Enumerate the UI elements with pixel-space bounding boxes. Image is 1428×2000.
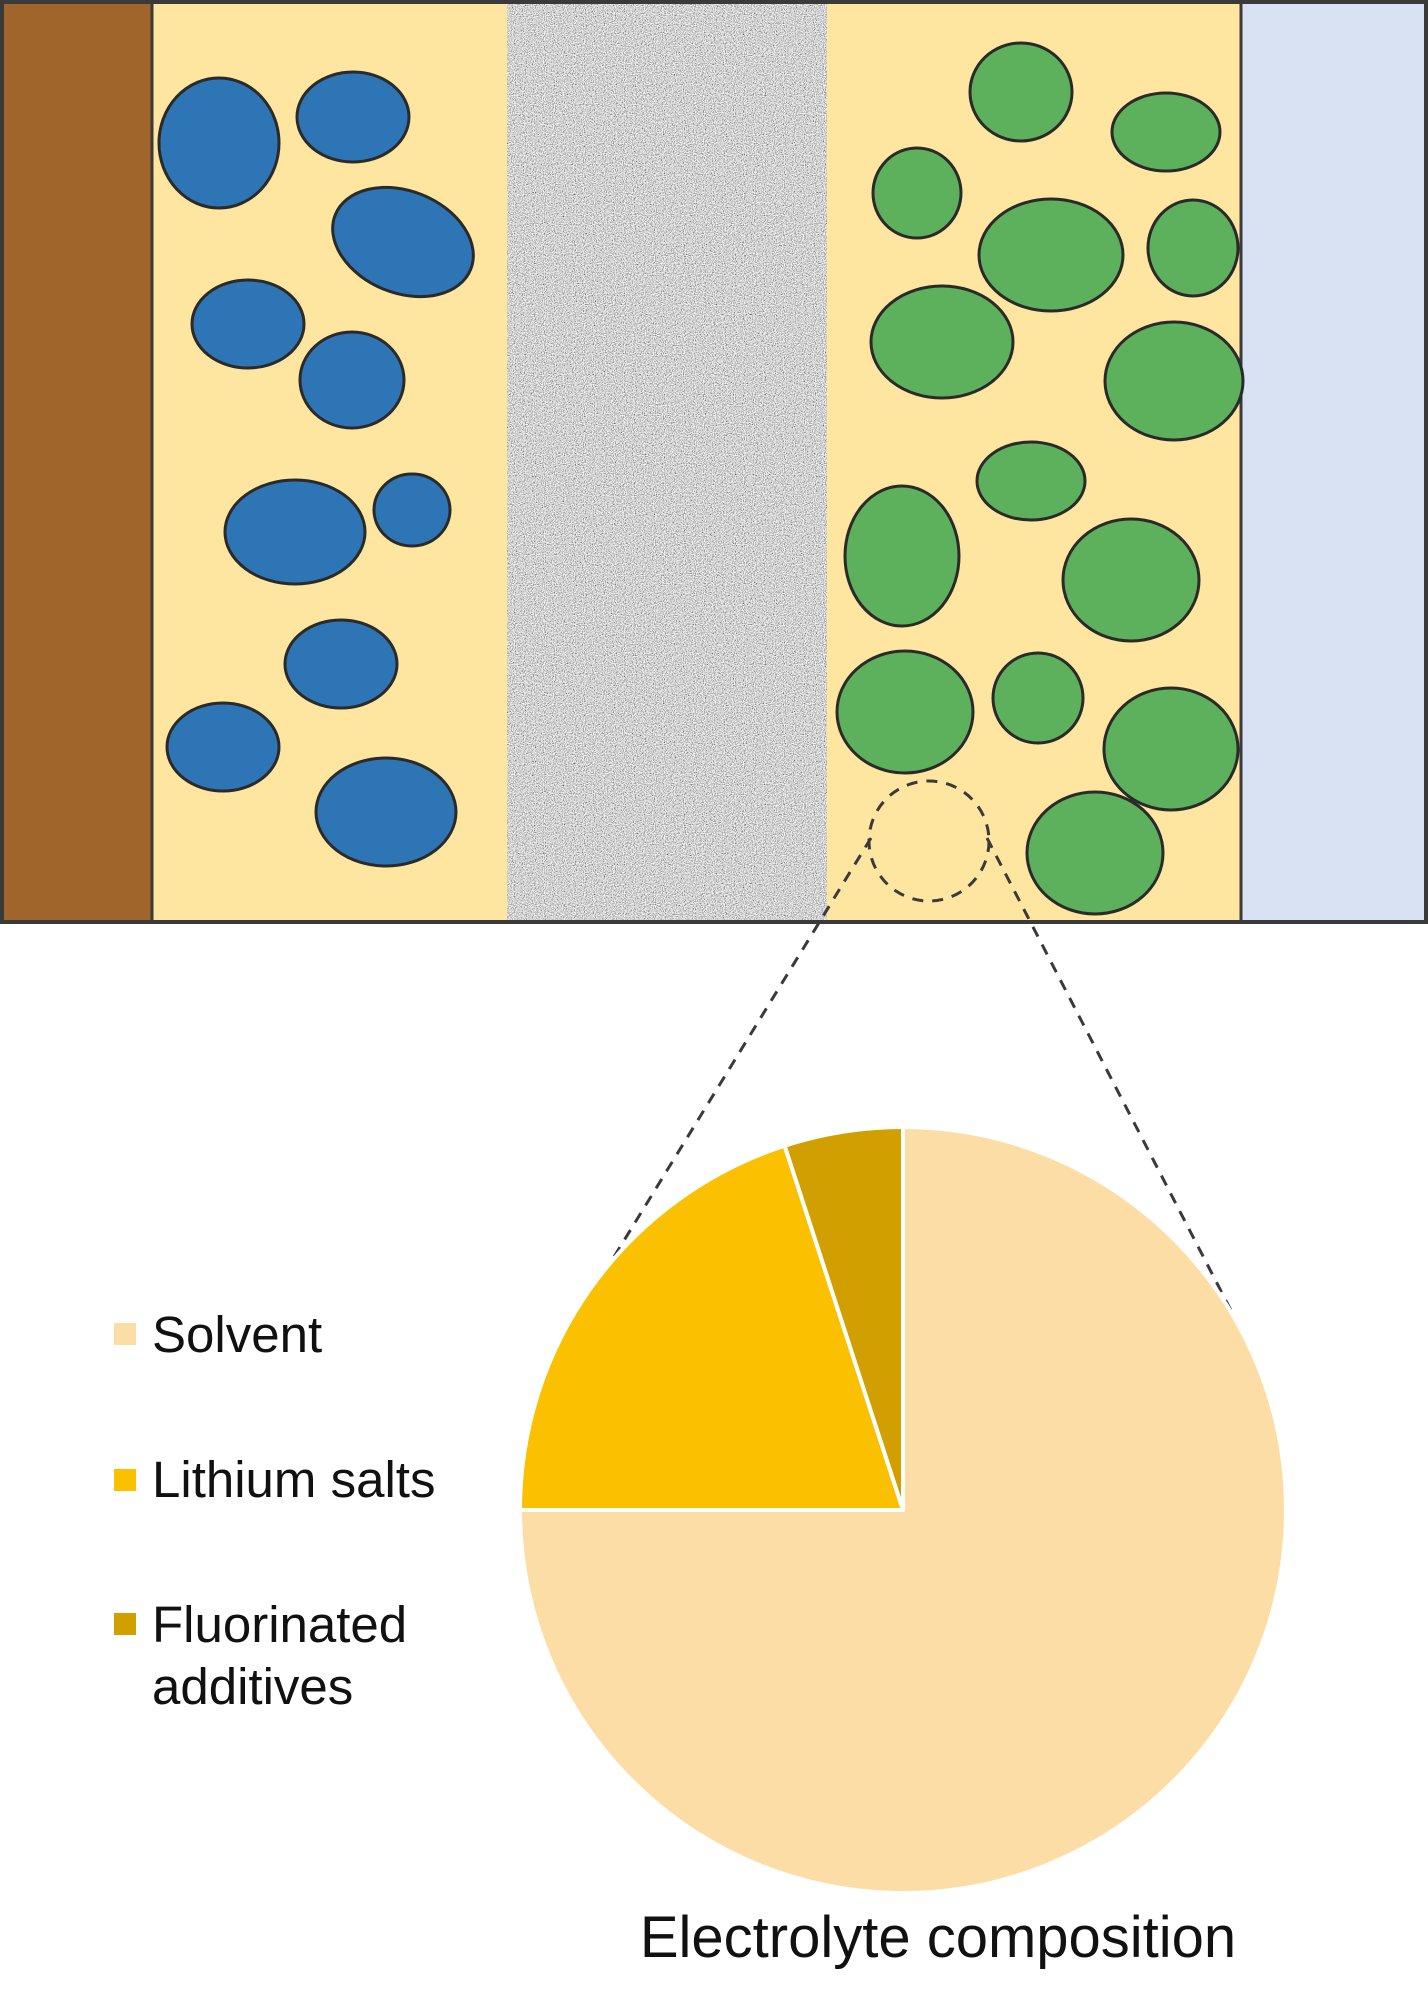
left-current-collector (2, 2, 152, 922)
anode-particle (298, 330, 406, 430)
legend-swatch-fluorinated-additives (114, 1613, 136, 1635)
cathode-particles (835, 41, 1245, 916)
anode-particle (165, 701, 281, 793)
legend-label-solvent: Solvent (152, 1306, 322, 1363)
cathode-particle (1102, 686, 1240, 812)
anode-particle (157, 76, 281, 210)
zoom-callout (572, 779, 1239, 1323)
cathode-particle (991, 651, 1085, 745)
cathode-particle (1025, 790, 1165, 916)
pie-slice-fluorinated-additives (782, 1125, 905, 1512)
legend-swatch-solvent (114, 1323, 136, 1345)
cathode-particle (1061, 517, 1201, 643)
legend-label-fluorinated-additives: Fluorinated (152, 1596, 407, 1653)
cathode-particle (1103, 320, 1245, 442)
cathode-particle (871, 146, 963, 240)
legend-label-fluorinated-additives-line2: additives (152, 1658, 353, 1715)
separator-texture (507, 2, 827, 922)
region-dividers (150, 2, 1243, 922)
anode-particle (283, 618, 399, 710)
pie-slice-lithium-salts (518, 1143, 905, 1512)
cell-outline (0, 0, 1428, 924)
legend-label-lithium-salts: Lithium salts (152, 1451, 435, 1508)
cathode-particle (1146, 198, 1240, 298)
cathode-particle (977, 197, 1125, 313)
zoom-line-left (572, 837, 873, 1323)
anode-particles (157, 70, 475, 868)
anode-particle (372, 472, 452, 548)
composition-pie-chart (518, 1125, 1288, 1895)
anode-particle (314, 756, 458, 868)
cathode-particle (1110, 91, 1222, 173)
cell-cross-section (0, 0, 1428, 924)
right-current-collector (1241, 2, 1426, 922)
legend-swatch-lithium-salts (114, 1469, 136, 1491)
cathode-particle (843, 484, 961, 628)
chart-caption: Electrolyte composition (640, 1905, 1236, 1970)
anode-particle (331, 185, 475, 299)
zoom-line-right (985, 837, 1239, 1323)
cathode-particle (835, 649, 975, 775)
anode-particle (295, 70, 411, 164)
anode-particle (223, 478, 367, 586)
cathode-particle (869, 284, 1015, 400)
cathode-particle (968, 41, 1074, 143)
pie-legend: Solvent Lithium salts Fluorinated additi… (114, 1306, 435, 1715)
anode-particle (190, 278, 306, 370)
cathode-particle (975, 440, 1087, 522)
